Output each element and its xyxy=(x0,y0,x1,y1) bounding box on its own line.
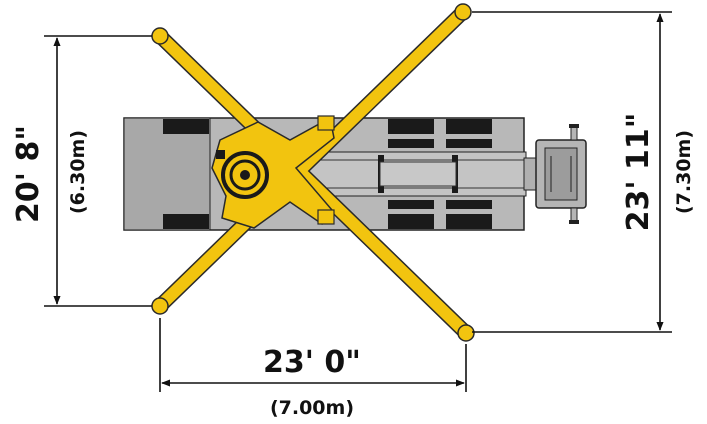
right-dimension-metric: (7.30m) xyxy=(673,130,695,214)
dimension-lines xyxy=(44,11,672,392)
left-dimension-metric: (6.30m) xyxy=(67,130,89,214)
outrigger-beams-fill xyxy=(154,6,472,339)
right-dimension-imperial: 23' 11" xyxy=(621,113,656,232)
bottom-dimension-metric: (7.00m) xyxy=(270,397,354,419)
counterweight xyxy=(523,124,587,224)
outrigger-assembly xyxy=(151,3,475,342)
left-dimension-imperial: 20' 8" xyxy=(11,125,46,223)
slewing-ring xyxy=(216,150,269,199)
wheel-pads xyxy=(163,119,492,229)
bottom-dimension-imperial: 23' 0" xyxy=(263,345,361,380)
chassis xyxy=(123,117,587,231)
